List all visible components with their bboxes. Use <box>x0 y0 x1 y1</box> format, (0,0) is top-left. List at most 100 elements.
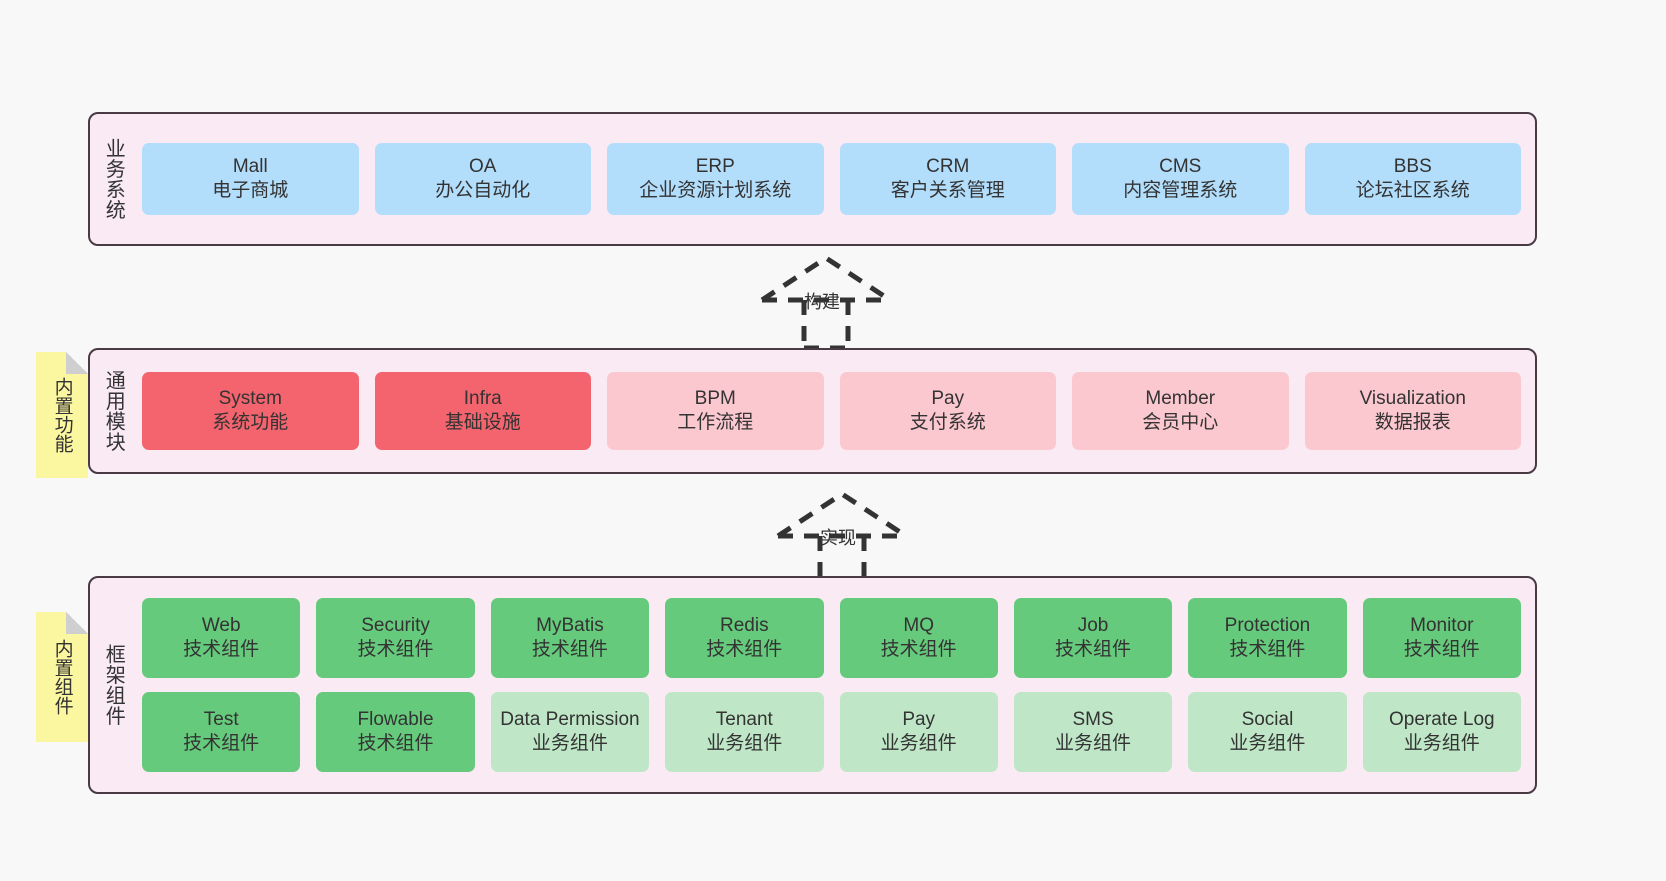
card-member[interactable]: Member 会员中心 <box>1072 372 1289 450</box>
card-title: Social <box>1241 709 1294 731</box>
card-title: Redis <box>720 615 769 637</box>
card-test[interactable]: Test 技术组件 <box>142 692 301 772</box>
card-mall[interactable]: Mall 电子商城 <box>142 143 359 215</box>
layer-title-common: 通用模块 <box>102 370 125 452</box>
card-title: CRM <box>926 156 970 178</box>
card-infra[interactable]: Infra 基础设施 <box>374 372 591 450</box>
card-title: BPM <box>694 388 736 410</box>
card-subtitle: 内容管理系统 <box>1123 180 1238 201</box>
card-subtitle: 办公自动化 <box>435 180 531 201</box>
card-subtitle: 系统功能 <box>212 412 289 433</box>
card-operate-log[interactable]: Operate Log 业务组件 <box>1362 692 1521 772</box>
card-subtitle: 数据报表 <box>1374 412 1451 433</box>
connector-build: 构建 <box>742 252 942 352</box>
card-title: CMS <box>1159 156 1202 178</box>
layer-common-modules: 通用模块 System 系统功能 Infra 基础设施 BPM 工作流程 Pay… <box>88 348 1537 474</box>
card-web[interactable]: Web 技术组件 <box>142 598 301 678</box>
card-pay[interactable]: Pay 支付系统 <box>839 372 1056 450</box>
card-subtitle: 技术组件 <box>1403 639 1480 660</box>
card-subtitle: 技术组件 <box>183 733 260 754</box>
connector-build-label: 构建 <box>804 292 840 312</box>
card-title: MQ <box>903 615 934 637</box>
card-mybatis[interactable]: MyBatis 技术组件 <box>490 598 650 678</box>
layer-body-common: System 系统功能 Infra 基础设施 BPM 工作流程 Pay 支付系统… <box>136 350 1535 472</box>
card-visualization[interactable]: Visualization 数据报表 <box>1304 372 1521 450</box>
card-subtitle: 会员中心 <box>1142 412 1219 433</box>
card-crm[interactable]: CRM 客户关系管理 <box>839 143 1056 215</box>
card-title: SMS <box>1072 709 1114 731</box>
card-sms[interactable]: SMS 业务组件 <box>1013 692 1173 772</box>
layer-body-framework: Web 技术组件 Security 技术组件 MyBatis 技术组件 Redi… <box>136 578 1535 792</box>
framework-card-row-business: Test 技术组件 Flowable 技术组件 Data Permission … <box>142 692 1521 772</box>
card-subtitle: 业务组件 <box>531 733 608 754</box>
layer-body-business: Mall 电子商城 OA 办公自动化 ERP 企业资源计划系统 CRM 客户关系… <box>136 114 1535 244</box>
card-job[interactable]: Job 技术组件 <box>1013 598 1173 678</box>
card-bpm[interactable]: BPM 工作流程 <box>607 372 824 450</box>
card-title: ERP <box>695 156 735 178</box>
card-security[interactable]: Security 技术组件 <box>316 598 475 678</box>
card-monitor[interactable]: Monitor 技术组件 <box>1362 598 1521 678</box>
connector-realize: 实现 <box>758 488 958 588</box>
card-subtitle: 技术组件 <box>357 733 434 754</box>
card-title: System <box>218 388 282 410</box>
card-subtitle: 技术组件 <box>880 639 957 660</box>
layer-business-systems: 业务系统 Mall 电子商城 OA 办公自动化 ERP 企业资源计划系统 CRM… <box>88 112 1537 246</box>
card-subtitle: 技术组件 <box>357 639 434 660</box>
card-subtitle: 业务组件 <box>880 733 957 754</box>
card-title: Member <box>1145 388 1216 410</box>
card-title: Web <box>201 615 241 637</box>
connector-realize-label: 实现 <box>820 528 856 548</box>
card-title: Protection <box>1224 615 1311 637</box>
card-title: OA <box>469 156 497 178</box>
card-subtitle: 技术组件 <box>706 639 783 660</box>
card-subtitle: 客户关系管理 <box>890 180 1005 201</box>
card-subtitle: 技术组件 <box>1229 639 1306 660</box>
card-subtitle: 技术组件 <box>183 639 260 660</box>
card-title: Data Permission <box>500 709 640 731</box>
card-flowable[interactable]: Flowable 技术组件 <box>316 692 475 772</box>
card-protection[interactable]: Protection 技术组件 <box>1188 598 1347 678</box>
card-bbs[interactable]: BBS 论坛社区系统 <box>1304 143 1521 215</box>
card-subtitle: 技术组件 <box>531 639 608 660</box>
card-title: Job <box>1077 615 1109 637</box>
card-mq[interactable]: MQ 技术组件 <box>839 598 998 678</box>
card-subtitle: 业务组件 <box>1403 733 1480 754</box>
card-title: Infra <box>463 388 502 410</box>
card-data-permission[interactable]: Data Permission 业务组件 <box>490 692 650 772</box>
card-subtitle: 业务组件 <box>706 733 783 754</box>
card-title: MyBatis <box>536 615 604 637</box>
card-pay-component[interactable]: Pay 业务组件 <box>839 692 998 772</box>
card-tenant[interactable]: Tenant 业务组件 <box>665 692 824 772</box>
card-title: Test <box>203 709 239 731</box>
layer-title-framework: 框架组件 <box>102 644 125 726</box>
layer-framework-components: 框架组件 Web 技术组件 Security 技术组件 MyBatis 技术组件… <box>88 576 1537 794</box>
layer-title-business: 业务系统 <box>102 138 125 220</box>
card-title: Monitor <box>1410 615 1474 637</box>
card-subtitle: 企业资源计划系统 <box>639 180 792 201</box>
note-builtin-function: 内置功能 <box>36 352 88 478</box>
card-title: Operate Log <box>1388 709 1495 731</box>
card-social[interactable]: Social 业务组件 <box>1188 692 1347 772</box>
card-oa[interactable]: OA 办公自动化 <box>374 143 591 215</box>
card-title: Flowable <box>357 709 434 731</box>
note-label: 内置功能 <box>51 377 73 453</box>
card-redis[interactable]: Redis 技术组件 <box>665 598 824 678</box>
card-subtitle: 技术组件 <box>1055 639 1132 660</box>
card-title: Security <box>361 615 430 637</box>
card-title: Pay <box>902 709 936 731</box>
card-title: Pay <box>931 388 965 410</box>
card-title: BBS <box>1393 156 1432 178</box>
card-title: Tenant <box>715 709 773 731</box>
card-subtitle: 支付系统 <box>909 412 986 433</box>
card-erp[interactable]: ERP 企业资源计划系统 <box>607 143 824 215</box>
framework-card-row-tech: Web 技术组件 Security 技术组件 MyBatis 技术组件 Redi… <box>142 598 1521 678</box>
card-subtitle: 工作流程 <box>677 412 754 433</box>
card-subtitle: 业务组件 <box>1055 733 1132 754</box>
card-cms[interactable]: CMS 内容管理系统 <box>1072 143 1289 215</box>
card-system[interactable]: System 系统功能 <box>142 372 359 450</box>
common-card-row: System 系统功能 Infra 基础设施 BPM 工作流程 Pay 支付系统… <box>142 372 1521 450</box>
card-subtitle: 电子商城 <box>212 180 289 201</box>
card-subtitle: 业务组件 <box>1229 733 1306 754</box>
card-title: Mall <box>232 156 268 178</box>
